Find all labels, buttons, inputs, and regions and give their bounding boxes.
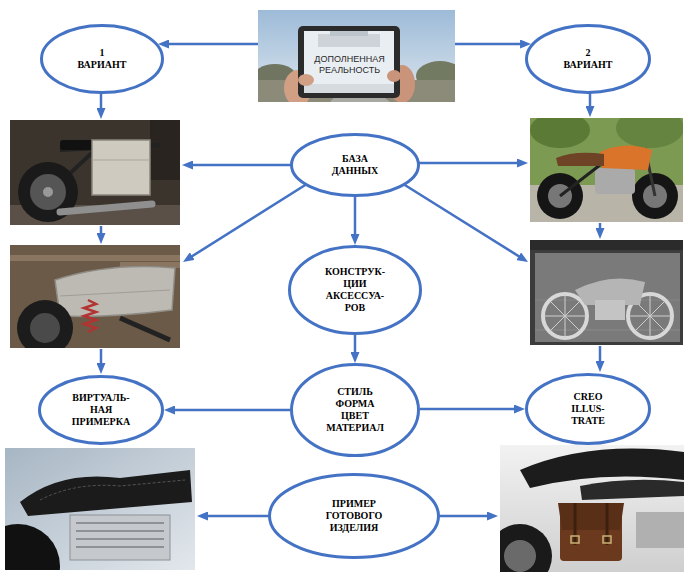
arrow (202, 515, 272, 518)
arrow-connector (420, 408, 520, 411)
seat-photo (5, 448, 195, 570)
text-group: CREO ILLUS- TRATE (571, 391, 605, 426)
ellipse-outline (42, 26, 163, 93)
text-group: ПРИМЕР ГОТОВОГО ИЗДЕЛИЯ (326, 498, 383, 533)
motorcycle-photo (10, 245, 180, 348)
node-label: ВИРТУАЛЬ- НАЯ ПРИМЕРКА (72, 392, 130, 427)
ellipse-node: ПРИМЕР ГОТОВОГО ИЗДЕЛИЯ (268, 473, 440, 559)
bag-photo (500, 445, 684, 572)
ellipse-node: 1 ВАРИАНТ (40, 24, 164, 94)
node-label: КОНСТРУК- ЦИИ АКСЕССУА- РОВ (325, 266, 385, 313)
arrow (599, 346, 602, 367)
motorcycle-photo (530, 118, 683, 222)
arrow (400, 182, 524, 259)
arrow (100, 226, 103, 239)
text-group: ВИРТУАЛЬ- НАЯ ПРИМЕРКА (72, 392, 130, 427)
ellipse-outline (292, 135, 419, 196)
node-label: СТИЛЬ ФОРМА ЦВЕТ МАТЕРИАЛ (326, 386, 384, 433)
node-label: ДОПОЛНЕННАЯ РЕАЛЬНОСТЬ (314, 54, 384, 76)
node-label: 2 ВАРИАНТ (564, 47, 613, 71)
ellipse-outline (270, 475, 439, 558)
node-label: ПРИМЕР ГОТОВОГО ИЗДЕЛИЯ (326, 498, 383, 533)
ellipse-node: КОНСТРУК- ЦИИ АКСЕССУА- РОВ (288, 245, 422, 335)
text-group: КОНСТРУК- ЦИИ АКСЕССУА- РОВ (325, 266, 385, 313)
arrow (599, 223, 602, 234)
photo-node: ДОПОЛНЕННАЯ РЕАЛЬНОСТЬ (258, 10, 455, 102)
node-label: CREO ILLUS- TRATE (571, 391, 605, 426)
ellipse-node: CREO ILLUS- TRATE (525, 373, 651, 445)
text-group: 2 ВАРИАНТ (564, 47, 613, 71)
arrow (436, 515, 493, 518)
arrow-connector (455, 43, 526, 46)
ellipse-outline (292, 365, 419, 456)
arrow (187, 182, 310, 259)
ellipse-node: БАЗА ДАННЫХ (290, 133, 420, 197)
ellipse-outline (527, 26, 650, 93)
arrow-connector (354, 335, 357, 358)
text-group: БАЗА ДАННЫХ (332, 153, 379, 177)
node-label: 1 ВАРИАНТ (78, 47, 127, 71)
ellipse-node: СТИЛЬ ФОРМА ЦВЕТ МАТЕРИАЛ (290, 363, 420, 457)
text-group: СТИЛЬ ФОРМА ЦВЕТ МАТЕРИАЛ (326, 386, 384, 433)
arrow (414, 162, 523, 165)
ellipse-outline (290, 247, 421, 334)
render-screenshot (530, 240, 683, 345)
arrow-connector (169, 409, 290, 412)
ellipse-outline (40, 377, 163, 444)
arrow-connector (163, 43, 258, 46)
ellipse-outline (527, 375, 650, 444)
layout-arrows (101, 88, 600, 516)
node-label: БАЗА ДАННЫХ (332, 153, 379, 177)
ellipse-node: 2 ВАРИАНТ (525, 24, 651, 94)
arrow-connector (354, 197, 357, 240)
arrow (100, 349, 103, 369)
text-group: ДОПОЛНЕННАЯ РЕАЛЬНОСТЬ (314, 54, 384, 76)
ar-photo (258, 10, 455, 102)
text-group: 1 ВАРИАНТ (78, 47, 127, 71)
motorcycle-photo (10, 120, 180, 225)
arrow (187, 164, 296, 167)
ellipse-node: ВИРТУАЛЬ- НАЯ ПРИМЕРКА (38, 375, 164, 445)
